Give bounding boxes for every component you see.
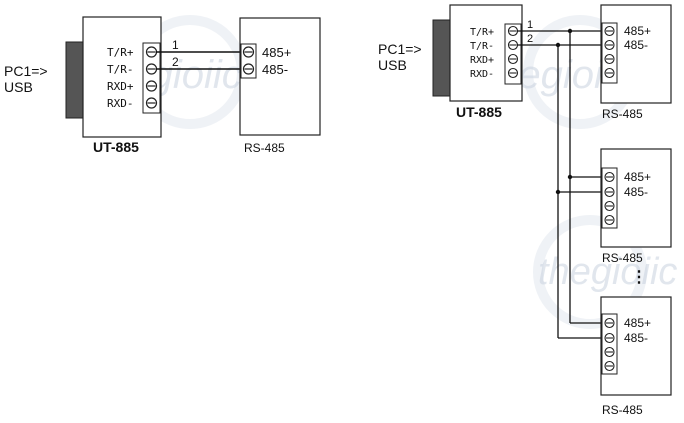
wire-label: 1: [527, 19, 533, 31]
usb-label: USB: [378, 57, 407, 73]
watermark-text: thegioiic: [538, 251, 677, 293]
device-pin-label: 485+: [624, 170, 651, 184]
converter-name: UT-885: [456, 104, 502, 120]
converter-name: UT-885: [93, 139, 139, 155]
device-name: RS-485: [602, 403, 643, 417]
device-pin-label: 485+: [624, 24, 651, 38]
device-name: RS-485: [602, 107, 643, 121]
pin-label: RXD+: [107, 80, 134, 93]
right-setup: PC1=> USB UT-885 T/R+ T/R- RXD+ RXD-: [378, 4, 672, 417]
device-name: RS-485: [602, 251, 643, 265]
pin-label: RXD-: [470, 69, 494, 80]
device-pin-label: 485+: [262, 45, 291, 60]
device-pin-label: 485+: [624, 316, 651, 330]
junction-dot: [555, 42, 561, 48]
device-terminal-block: [601, 22, 618, 84]
rs485-device-1: 485+ 485- RS-485: [600, 4, 672, 121]
junction-dot: [567, 174, 573, 180]
device-pin-label: 485-: [624, 38, 648, 52]
wire-label: 1: [172, 38, 179, 52]
device-terminal-block: [601, 313, 618, 375]
pin-label: RXD-: [107, 97, 134, 110]
junction-dot: [555, 189, 561, 195]
watermark-ring: [533, 215, 647, 329]
terminal-screws: [507, 25, 519, 79]
terminal-screws: [145, 46, 158, 109]
device-pin-label: 485-: [262, 62, 288, 77]
pin-label: T/R+: [107, 46, 134, 59]
rs485-device-3: 485+ 485- RS-485: [600, 296, 672, 417]
device-name: RS-485: [244, 141, 285, 155]
junction-dots: [555, 28, 573, 195]
device-pin-label: 485-: [624, 331, 648, 345]
pin-label: T/R-: [470, 41, 494, 52]
device-terminal-block: [601, 167, 618, 229]
terminal-block: [142, 42, 161, 114]
pc-label: PC1=>: [378, 41, 422, 57]
usb-connector: [65, 41, 85, 119]
more-devices-ellipsis: ⋮: [631, 269, 647, 286]
wire-label: 2: [527, 33, 533, 45]
usb-label: USB: [4, 79, 33, 95]
pin-label: T/R-: [107, 63, 134, 76]
device-pin-label: 485-: [624, 185, 648, 199]
usb-connector: [432, 19, 452, 97]
left-setup: PC1=> USB UT-885 T/R+ T/R- RXD+ RXD- 1 2: [4, 16, 321, 155]
pin-label: T/R+: [470, 27, 494, 38]
junction-dot: [567, 28, 573, 34]
pin-label: RXD+: [470, 55, 494, 66]
pc-label: PC1=>: [4, 63, 48, 79]
wire-label: 2: [172, 55, 179, 69]
rs485-device-2: 485+ 485- RS-485: [600, 148, 672, 265]
